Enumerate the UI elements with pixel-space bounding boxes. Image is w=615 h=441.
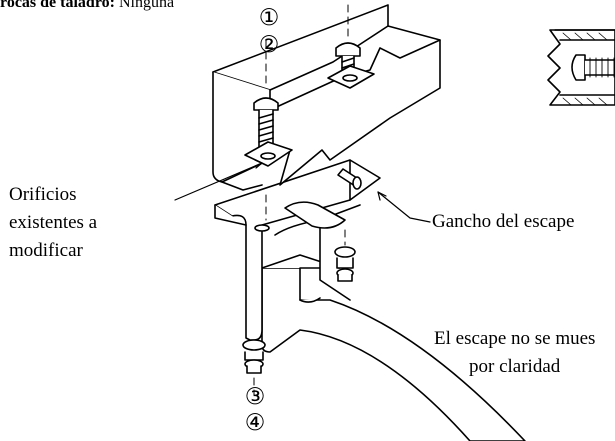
callout-1: ① — [258, 5, 280, 31]
square-plate-2 — [327, 65, 375, 89]
receiver-tube — [261, 254, 526, 441]
lock-nut-upper — [334, 246, 356, 282]
holes-label-line-2: existentes a — [9, 212, 98, 233]
assembly-centerlines — [253, 4, 349, 396]
callout-3: ③ — [244, 384, 266, 410]
inset-detail — [547, 29, 615, 106]
exhaust-note-line-1: El escape no se mues — [434, 328, 596, 349]
frame-rail — [212, 4, 441, 191]
exhaust-hook-label: Gancho del escape — [432, 211, 575, 232]
exhaust-hook-pin — [337, 168, 362, 190]
leader-lines — [174, 159, 431, 223]
drill-bits-label: rocas de taladro: — [0, 0, 115, 11]
callout-4: ④ — [244, 410, 266, 436]
lock-nut-lower — [242, 339, 266, 374]
callout-2: ② — [258, 32, 280, 58]
holes-label-line-1: Orificios — [9, 184, 77, 205]
exhaust-note-line-2: por claridad — [469, 356, 561, 377]
drill-bits-header: rocas de taladro: Ninguna — [0, 0, 174, 13]
holes-label-line-3: modificar — [9, 240, 83, 261]
drill-bits-value: Ninguna — [118, 0, 175, 11]
